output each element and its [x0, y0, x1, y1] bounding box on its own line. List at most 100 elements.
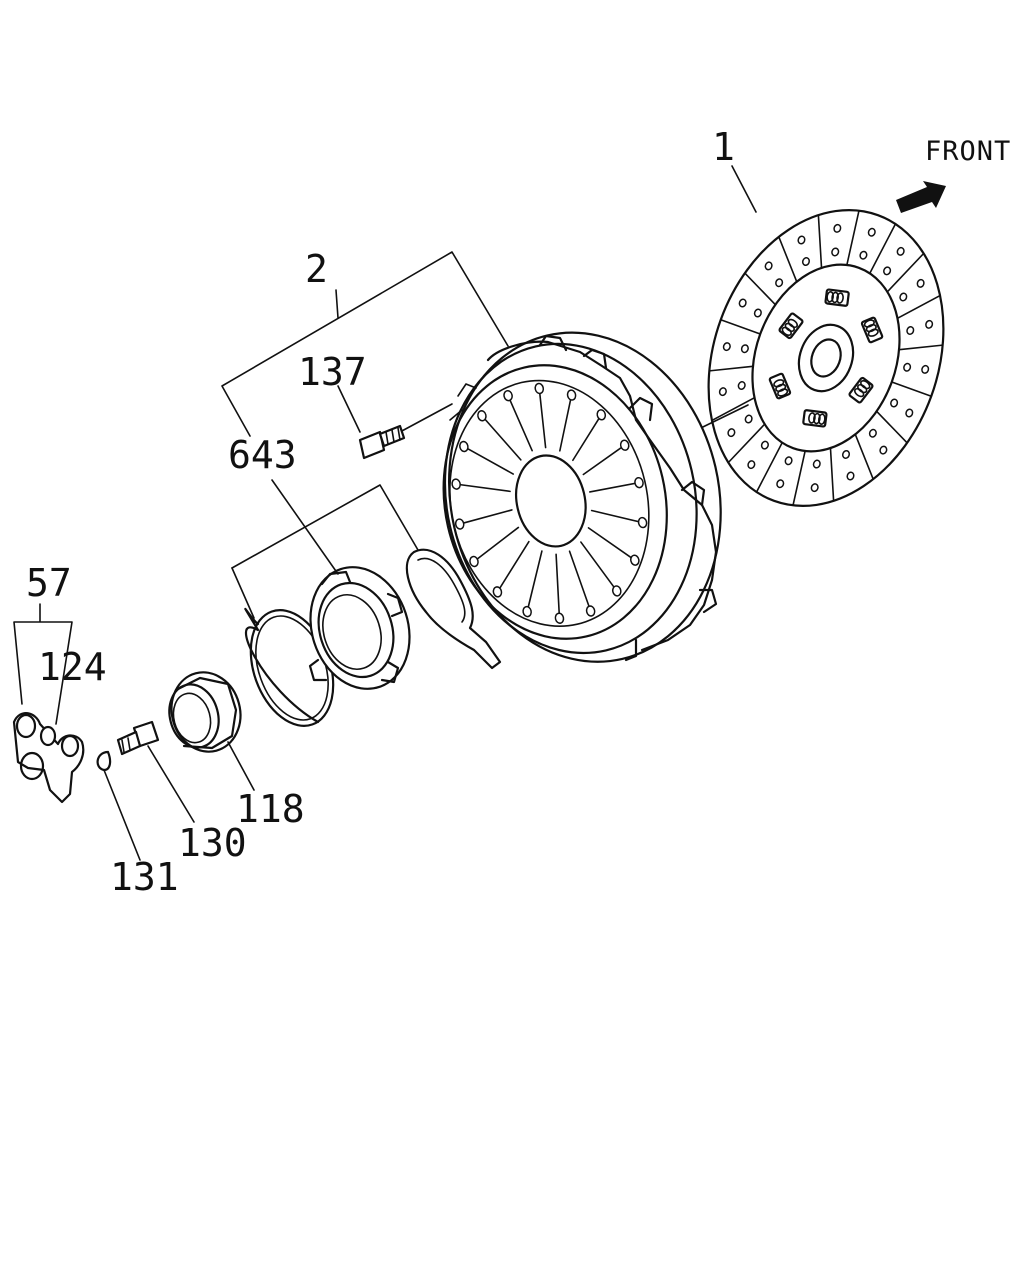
disc-segment-line — [896, 294, 941, 320]
disc-rivet-hole — [760, 440, 769, 450]
diaphragm-finger — [589, 481, 640, 493]
disc-segment-line — [854, 433, 875, 480]
disc-rivet-hole — [747, 460, 756, 470]
disc-rivet-hole — [846, 471, 855, 481]
clip-131 — [96, 750, 141, 861]
disc-rivet-hole — [890, 398, 899, 408]
disc-rivet-hole — [812, 459, 821, 469]
finger-slot — [503, 389, 513, 402]
disc-rivet-hole — [867, 227, 876, 237]
disc-rivet-hole — [740, 344, 749, 354]
finger-slot — [534, 382, 545, 395]
bolt-leader-line — [399, 403, 453, 433]
disc-segment-line — [846, 209, 860, 266]
disc-rivet-hole — [921, 364, 930, 374]
disc-rivet-hole — [753, 308, 762, 318]
disc-rivet-hole — [744, 414, 753, 424]
damper-spring — [768, 372, 792, 400]
damper-spring — [778, 312, 804, 340]
disc-rivet-hole — [841, 449, 851, 459]
diaphragm-finger — [455, 483, 511, 493]
pressure-plate — [399, 331, 722, 663]
disc-rivet-hole — [797, 235, 806, 245]
callout-124: 124 — [38, 645, 107, 689]
disc-rivet-hole — [833, 223, 842, 233]
disc-segment-line — [829, 447, 835, 502]
disc-rivet-hole — [727, 428, 736, 438]
diaphragm-finger — [526, 550, 543, 613]
disc-rivet-hole — [831, 247, 840, 257]
front-indicator: FRONT — [896, 136, 1010, 213]
diaphragm-finger — [473, 526, 520, 563]
disc-rivet-hole — [776, 479, 785, 489]
diaphragm-finger — [568, 550, 592, 612]
release-assembly-643 — [231, 479, 502, 727]
damper-spring — [860, 316, 884, 344]
finger-slot — [566, 389, 577, 401]
disc-segment-line — [792, 450, 806, 507]
finger-slot — [554, 612, 565, 624]
disc-rivet-hole — [784, 456, 793, 466]
finger-slot — [522, 605, 532, 618]
callout-137: 137 — [298, 350, 367, 394]
finger-slot — [596, 409, 607, 421]
disc-rivet-hole — [722, 342, 731, 352]
diaphragm-finger — [572, 414, 603, 462]
callout-57: 57 — [26, 561, 72, 605]
disc-segment-line — [777, 236, 798, 283]
finger-slot — [469, 555, 479, 568]
finger-slot — [459, 440, 469, 453]
callout-130: 130 — [178, 821, 247, 865]
damper-spring — [848, 376, 874, 404]
disc-segment-line — [755, 441, 784, 493]
disc-segment-line — [711, 396, 756, 422]
disc-rivet-hole — [883, 266, 892, 276]
callout-1: 1 — [712, 125, 735, 169]
disc-segment-line — [719, 318, 762, 335]
disc-segment-line — [868, 223, 897, 275]
disc-rivet-hole — [738, 298, 747, 308]
finger-slot — [585, 605, 596, 617]
callout-131: 131 — [110, 855, 179, 899]
damper-spring — [802, 409, 828, 428]
disc-rivet-hole — [764, 261, 773, 271]
disc-segment-line — [875, 410, 908, 444]
disc-rivet-hole — [810, 483, 819, 493]
diaphragm-finger — [590, 509, 644, 524]
clutch-disc — [667, 209, 945, 507]
diaphragm-finger — [507, 394, 533, 452]
disc-rivet-hole — [925, 319, 934, 329]
diaphragm-finger — [580, 541, 618, 592]
front-arrow-icon — [896, 181, 946, 213]
diaphragm-finger — [555, 553, 561, 620]
bolt-137 — [358, 424, 406, 460]
finger-slot — [454, 518, 465, 530]
diaphragm-finger — [496, 540, 530, 593]
disc-rivet-hole — [801, 257, 811, 267]
disc-segment-line — [727, 423, 766, 464]
callout-118: 118 — [236, 787, 305, 831]
disc-rivet-hole — [899, 292, 908, 302]
finger-slot — [492, 586, 503, 598]
diaphragm-finger — [582, 444, 626, 476]
disc-rivet-hole — [906, 325, 915, 335]
diaphragm-finger — [458, 509, 513, 525]
release-bearing-118 — [168, 671, 255, 791]
leader-137 — [337, 385, 361, 433]
finger-slot — [637, 516, 648, 529]
diaphragm-finger — [559, 394, 573, 452]
callout-643: 643 — [228, 433, 297, 477]
finger-slot — [611, 585, 622, 597]
disc-segment-line — [886, 252, 925, 293]
disc-rivet-hole — [896, 246, 905, 256]
diaphragm-finger — [463, 445, 515, 475]
finger-slot — [634, 476, 644, 489]
disc-rivet-hole — [916, 278, 925, 288]
disc-rivet-hole — [905, 408, 914, 418]
assembly-bracket-2 — [221, 251, 509, 437]
disc-rivet-hole — [859, 250, 868, 260]
disc-rivet-hole — [737, 381, 746, 391]
disc-rivet-hole — [903, 362, 912, 372]
finger-slot — [619, 439, 630, 451]
